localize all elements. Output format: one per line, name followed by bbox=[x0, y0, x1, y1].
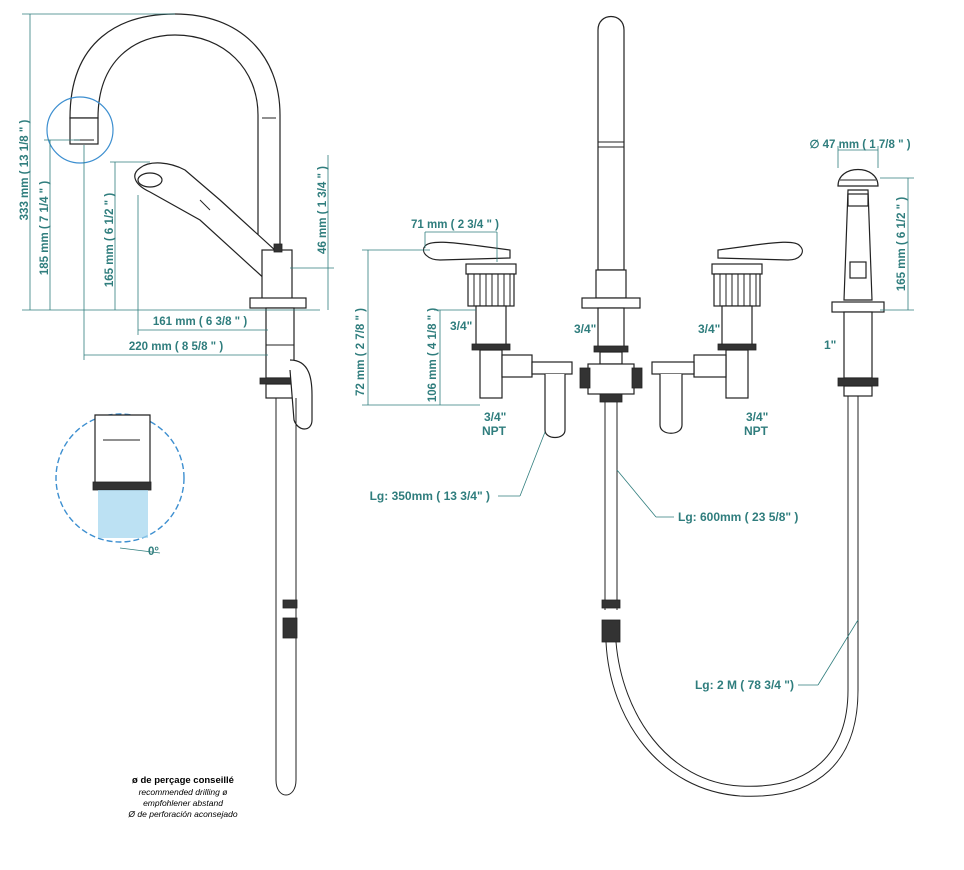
npt-right-size: 3/4" bbox=[746, 410, 768, 424]
npt-left-label: NPT bbox=[482, 424, 507, 438]
dim-spout-height: 185 mm ( 7 1/4 " ) bbox=[39, 181, 51, 275]
detail-magnifier-icon bbox=[55, 413, 185, 554]
thread-left: 3/4" bbox=[450, 319, 472, 333]
npt-right-label: NPT bbox=[744, 424, 769, 438]
center-dimension-lines bbox=[362, 231, 859, 686]
left-dimension-lines bbox=[22, 13, 334, 360]
dim-reach-220: 220 mm ( 8 5/8 " ) bbox=[129, 341, 223, 353]
hose-600-label: Lg: 600mm ( 23 5/8" ) bbox=[678, 510, 798, 524]
dim-total-height: 333 mm ( 13 1/8 " ) bbox=[19, 119, 31, 220]
hose-350-label: Lg: 350mm ( 13 3/4" ) bbox=[370, 489, 490, 503]
faucet-side-view bbox=[69, 13, 313, 796]
dim-valve-106: 106 mm ( 4 1/8 " ) bbox=[427, 308, 439, 402]
note-line-3: Ø de perforación aconsejado bbox=[127, 809, 237, 819]
dim-valve-72: 72 mm ( 2 7/8 " ) bbox=[355, 308, 367, 396]
note-line-2: empfohlener abstand bbox=[143, 798, 223, 808]
dim-handshower-height-left: 165 mm ( 6 1/2 " ) bbox=[104, 193, 116, 287]
faucet-front-view bbox=[422, 15, 859, 797]
inch-label: 1" bbox=[824, 338, 836, 352]
npt-left-size: 3/4" bbox=[484, 410, 506, 424]
dim-handle-height: 46 mm ( 1 3/4 " ) bbox=[317, 166, 329, 254]
angle-label: 0° bbox=[148, 546, 159, 558]
thread-center: 3/4" bbox=[574, 322, 596, 336]
dim-reach-161: 161 mm ( 6 3/8 " ) bbox=[153, 316, 247, 328]
dim-handshower-height-right: 165 mm ( 6 1/2 " ) bbox=[896, 197, 908, 291]
detail-circle-small bbox=[46, 96, 114, 164]
hose-2m-label: Lg: 2 M ( 78 3/4 ") bbox=[695, 678, 794, 692]
handshower-view bbox=[831, 168, 885, 397]
note-title: ø de perçage conseillé bbox=[132, 775, 234, 786]
right-dimension-lines bbox=[837, 146, 914, 311]
note-line-1: recommended drilling ø bbox=[139, 787, 228, 797]
thread-right: 3/4" bbox=[698, 322, 720, 336]
dim-lever-71: 71 mm ( 2 3/4 " ) bbox=[411, 219, 499, 231]
dim-diameter-47: ∅ 47 mm ( 1 7/8 " ) bbox=[809, 139, 910, 151]
